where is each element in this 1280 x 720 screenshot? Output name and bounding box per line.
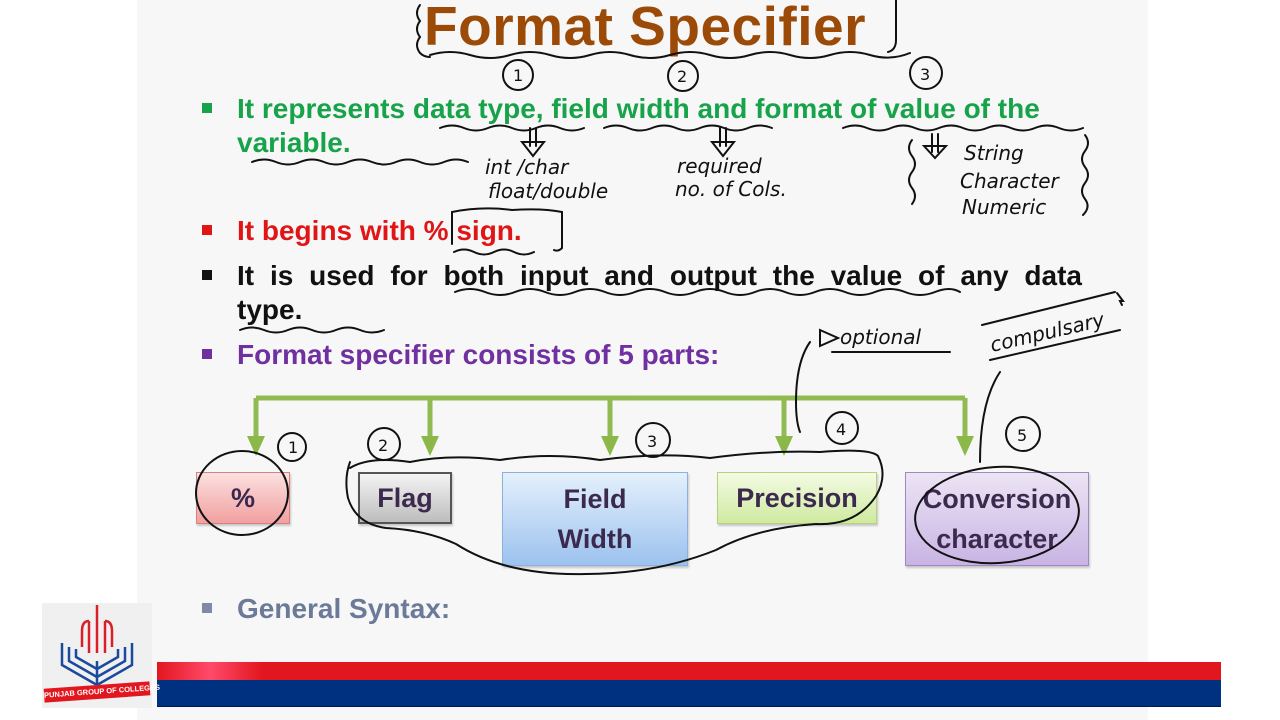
part-conversion-box: Conversion character: [905, 472, 1089, 566]
bullet-text: Format specifier consists of 5 parts:: [237, 339, 720, 370]
bullet-input-output: It is used for both input and output the…: [202, 259, 1082, 327]
part-field-width-box: Field Width: [502, 472, 688, 566]
slide-title: Format Specifier: [424, 0, 867, 57]
bullet-square-icon: [202, 349, 212, 359]
college-crest-icon: [60, 605, 134, 687]
part-percent-box: %: [196, 472, 290, 524]
bullet-text: It represents data type, field width and…: [237, 93, 1040, 158]
bullet-text: General Syntax:: [237, 593, 451, 624]
part-label: Conversion character: [922, 484, 1072, 554]
bullet-data-type: It represents data type, field width and…: [202, 92, 1097, 160]
bullet-square-icon: [202, 103, 212, 113]
bullet-square-icon: [202, 225, 212, 235]
punjab-colleges-logo: PUNJAB GROUP OF COLLEGES: [42, 603, 160, 708]
footer-banner-blue: [157, 680, 1221, 707]
bullet-square-icon: [202, 603, 212, 613]
part-flag-box: Flag: [358, 472, 452, 524]
part-label: Field Width: [557, 484, 633, 554]
slide-canvas: [137, 0, 1148, 720]
part-precision-box: Precision: [717, 472, 877, 524]
footer-banner-red: [157, 662, 1221, 681]
part-label: %: [230, 483, 255, 513]
bullet-five-parts: Format specifier consists of 5 parts:: [202, 338, 720, 372]
bullet-text: It is used for both input and output the…: [237, 260, 1082, 325]
bullet-percent-sign: It begins with % sign.: [202, 214, 522, 248]
bullet-general-syntax: General Syntax:: [202, 592, 451, 626]
part-label: Precision: [736, 483, 858, 513]
bullet-text: It begins with % sign.: [237, 215, 522, 246]
bullet-square-icon: [202, 270, 212, 280]
part-label: Flag: [377, 483, 433, 513]
